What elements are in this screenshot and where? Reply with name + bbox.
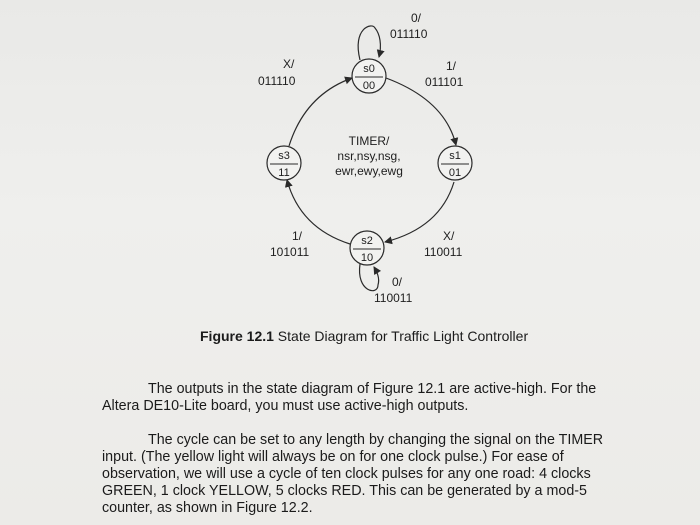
p2-line-5: counter, as shown in Figure 12.2. [102,500,313,516]
center-label-line-3: ewr,ewy,ewg [335,164,403,178]
state-s2: s2 10 [349,230,385,266]
arc-s0-to-s1 [385,77,459,146]
arc-s3-to-s0 [288,76,353,147]
state-s2-name: s2 [361,235,373,247]
p2-line-3: observation, we will use a cycle of ten … [102,466,591,482]
state-s3-name: s3 [278,150,290,162]
label-s2-self-input: 0/ [392,275,403,289]
arc-s1-to-s2 [384,181,455,245]
label-s0-s1-output: 011101 [425,75,464,89]
center-label-line-2: nsr,nsy,nsg, [337,149,400,163]
label-s2-self-output: 110011 [374,291,413,305]
loop-s2 [359,263,382,292]
label-s0-self-input: 0/ [411,11,422,25]
p2-line-2: input. (The yellow light will always be … [102,449,564,465]
label-s3-s0-input: X/ [283,57,295,71]
state-s1: s1 01 [437,145,473,181]
p1-line-2: Altera DE10-Lite board, you must use act… [102,398,469,414]
label-s2-s3-input: 1/ [292,229,303,243]
state-s1-code: 01 [449,167,461,179]
p2-line-1: The cycle can be set to any length by ch… [148,432,604,448]
paragraph-outputs: The outputs in the state diagram of Figu… [102,381,642,415]
center-label-line-1: TIMER/ [349,134,390,148]
label-s1-s2-input: X/ [443,229,455,243]
label-s0-self-output: 011110 [390,27,428,41]
state-s3: s3 11 [266,145,302,181]
state-s0: s0 00 [351,58,387,94]
loop-s0 [357,25,385,61]
arc-s2-to-s3 [284,179,351,245]
state-s1-name: s1 [449,150,461,162]
label-s0-s1-input: 1/ [446,59,457,73]
state-s0-code: 00 [363,80,375,92]
figure-caption-number: Figure 12.1 [200,328,274,344]
state-s0-name: s0 [363,63,375,75]
state-s2-code: 10 [361,252,373,264]
p2-line-4: GREEN, 1 clock YELLOW, 5 clocks RED. Thi… [102,483,587,499]
figure-caption-text: State Diagram for Traffic Light Controll… [273,328,529,344]
state-diagram: s0 00 s1 01 s2 10 s3 11 TIMER/ nsr,nsy,n… [258,11,473,305]
paragraph-cycle: The cycle can be set to any length by ch… [102,432,642,517]
p1-line-1: The outputs in the state diagram of Figu… [148,381,597,397]
state-s3-code: 11 [278,167,289,179]
label-s1-s2-output: 110011 [424,245,463,259]
label-s3-s0-output: 011110 [258,74,296,88]
label-s2-s3-output: 101011 [270,245,309,259]
figure-caption: Figure 12.1 State Diagram for Traffic Li… [200,328,620,344]
